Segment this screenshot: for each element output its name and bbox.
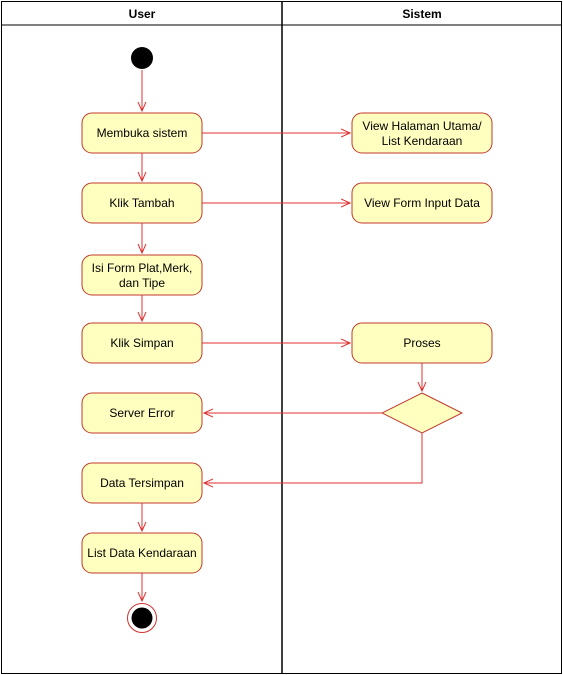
activity-isi-form-label-line2: dan Tipe	[119, 276, 165, 290]
activity-isi-form: Isi Form Plat,Merk, dan Tipe	[81, 254, 203, 296]
activity-membuka-sistem-label: Membuka sistem	[97, 126, 188, 140]
activity-proses-label: Proses	[403, 336, 440, 350]
activity-view-form-input: View Form Input Data	[351, 182, 493, 224]
activity-server-error: Server Error	[81, 392, 203, 434]
activity-data-tersimpan-label: Data Tersimpan	[100, 476, 184, 490]
activity-klik-simpan: Klik Simpan	[81, 322, 203, 364]
activity-isi-form-label-line1: Isi Form Plat,Merk,	[92, 261, 193, 275]
activity-view-halaman-utama-label-line2: List Kendaraan	[382, 134, 463, 148]
edge-decision-to-data-tersimpan	[204, 433, 423, 483]
activity-klik-tambah: Klik Tambah	[81, 182, 203, 224]
final-node	[127, 603, 157, 633]
activity-proses: Proses	[351, 322, 493, 364]
lane-title-user: User	[129, 7, 156, 21]
lane-title-sistem: Sistem	[402, 7, 441, 21]
edges	[142, 70, 422, 601]
activity-data-tersimpan: Data Tersimpan	[81, 462, 203, 504]
activity-list-data-kendaraan: List Data Kendaraan	[81, 532, 203, 574]
activity-view-halaman-utama-label-line1: View Halaman Utama/	[362, 119, 482, 133]
activity-server-error-label: Server Error	[109, 406, 174, 420]
initial-node	[131, 47, 153, 69]
activity-klik-tambah-label: Klik Tambah	[109, 196, 174, 210]
activity-view-halaman-utama: View Halaman Utama/ List Kendaraan	[351, 112, 493, 154]
activity-klik-simpan-label: Klik Simpan	[110, 336, 173, 350]
decision-node	[380, 392, 464, 434]
activity-list-data-kendaraan-label: List Data Kendaraan	[87, 546, 196, 560]
activity-view-form-input-label: View Form Input Data	[364, 196, 480, 210]
activity-membuka-sistem: Membuka sistem	[81, 112, 203, 154]
